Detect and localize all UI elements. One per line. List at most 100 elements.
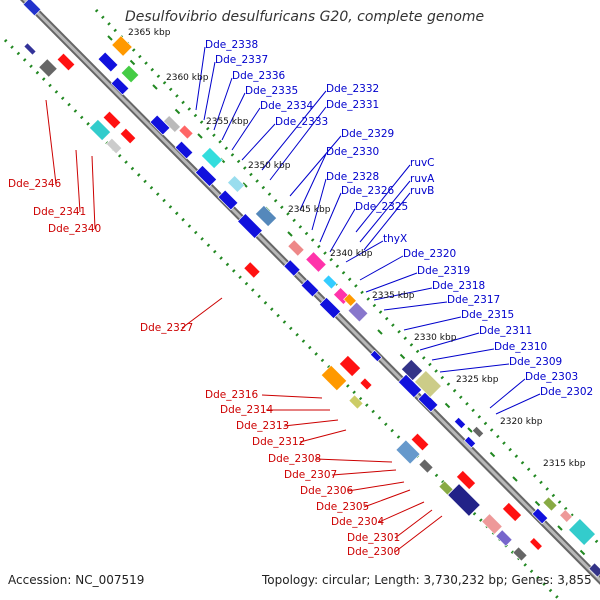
gene-label-upper: Dde_2329 <box>341 128 394 140</box>
gene-label-upper: Dde_2334 <box>260 100 314 112</box>
scale-label: 2360 kbp <box>166 73 209 83</box>
gene-feature-14 <box>369 349 383 363</box>
gene-feature-29 <box>254 204 278 228</box>
gene-feature-10 <box>318 296 342 320</box>
gene-label-upper: Dde_2318 <box>432 280 485 292</box>
gene-label-lower: Dde_2346 <box>8 178 62 190</box>
leader-line-upper <box>439 363 510 373</box>
gene-label-lower: Dde_2341 <box>33 206 86 218</box>
tick-mark <box>242 182 248 188</box>
gene-feature-11 <box>397 373 423 399</box>
gene-label-upper: Dde_2326 <box>341 185 395 197</box>
gene-feature-21 <box>88 118 112 142</box>
gene-feature-36 <box>400 358 424 382</box>
gene-feature-16 <box>111 35 133 57</box>
leader-line-upper <box>489 378 526 409</box>
gene-feature-22 <box>105 137 123 155</box>
gene-label-upper: Dde_2332 <box>326 83 379 95</box>
leader-line-upper <box>355 164 411 233</box>
gene-label-upper: Dde_2311 <box>479 325 532 337</box>
leader-line-lower <box>347 481 405 492</box>
gene-label-lower: Dde_2312 <box>252 436 305 448</box>
tick-mark <box>489 451 496 458</box>
tick-mark <box>512 476 518 482</box>
gene-label-lower: Dde_2307 <box>284 469 337 481</box>
label-leader-lines <box>45 46 541 553</box>
tick-mark <box>152 84 158 90</box>
leader-line-upper <box>241 123 276 161</box>
gene-feature-19 <box>56 52 76 72</box>
gene-feature-52 <box>529 537 543 551</box>
leader-line-upper <box>383 301 448 311</box>
gene-label-upper: Dde_2337 <box>215 54 268 66</box>
gene-label-upper: thyX <box>383 233 407 245</box>
leader-line-upper <box>221 92 246 141</box>
scale-label: 2350 kbp <box>248 161 291 171</box>
scale-label: 2365 kbp <box>128 28 171 38</box>
scale-label: 2320 kbp <box>500 417 543 427</box>
leader-line-upper <box>359 255 404 281</box>
tick-mark <box>579 549 586 556</box>
gene-feature-55 <box>568 518 596 546</box>
gene-feature-39 <box>338 354 362 378</box>
leader-line-lower <box>363 489 411 508</box>
gene-feature-54 <box>559 509 573 523</box>
genome-summary-text: Topology: circular; Length: 3,730,232 bp… <box>262 573 592 587</box>
gene-feature-48 <box>495 529 513 547</box>
gene-feature-15 <box>531 507 549 525</box>
leader-line-upper <box>329 208 356 253</box>
tick-mark <box>557 525 563 531</box>
leader-line-upper <box>231 107 261 151</box>
gene-feature-5 <box>194 164 218 188</box>
gene-label-lower: Dde_2340 <box>48 223 101 235</box>
gene-feature-53 <box>542 496 558 512</box>
gene-feature-58 <box>471 425 485 439</box>
gene-label-lower: Dde_2314 <box>220 404 274 416</box>
gene-label-upper: ruvC <box>410 157 435 169</box>
leader-line-upper <box>261 90 327 171</box>
leader-line-upper <box>403 316 462 331</box>
scale-label: 2325 kbp <box>456 375 499 385</box>
gene-label-upper: Dde_2325 <box>355 201 408 213</box>
gene-feature-24 <box>119 127 137 145</box>
gene-label-upper: Dde_2302 <box>540 386 593 398</box>
leader-line-lower <box>45 99 57 185</box>
gene-feature-2 <box>110 76 130 96</box>
scale-label: 2330 kbp <box>414 333 457 343</box>
gene-feature-18 <box>38 58 58 78</box>
tick-mark <box>287 231 293 237</box>
gene-feature-46 <box>447 483 481 517</box>
leader-line-upper <box>213 77 233 131</box>
leader-line-lower <box>299 429 347 443</box>
scale-label: 2355 kbp <box>206 117 249 127</box>
leader-line-lower <box>394 515 443 553</box>
gene-features <box>22 0 600 578</box>
gene-feature-28 <box>227 175 245 193</box>
accession-text: Accession: NC_007519 <box>8 573 145 587</box>
tick-mark <box>444 402 451 409</box>
leader-line-lower <box>261 394 323 399</box>
tick-mark <box>129 59 136 66</box>
gene-feature-44 <box>418 458 434 474</box>
backbone-line <box>19 0 600 585</box>
leader-line-upper <box>419 332 480 351</box>
gene-feature-23 <box>102 110 122 130</box>
gene-feature-17 <box>120 64 140 84</box>
gene-feature-59 <box>463 435 477 449</box>
gene-feature-13 <box>453 416 467 430</box>
leader-line-upper <box>269 106 327 181</box>
gene-feature-25 <box>163 115 181 133</box>
gene-feature-50 <box>502 502 522 522</box>
leader-line-lower <box>331 469 397 476</box>
gene-label-upper: Dde_2303 <box>525 371 578 383</box>
gene-label-upper: Dde_2336 <box>232 70 286 82</box>
gene-label-upper: Dde_2320 <box>403 248 456 260</box>
leader-line-upper <box>365 272 418 293</box>
tick-mark <box>534 500 541 507</box>
leader-line-upper <box>495 393 541 415</box>
gene-feature-20 <box>23 42 37 56</box>
gene-feature-57 <box>243 261 261 279</box>
